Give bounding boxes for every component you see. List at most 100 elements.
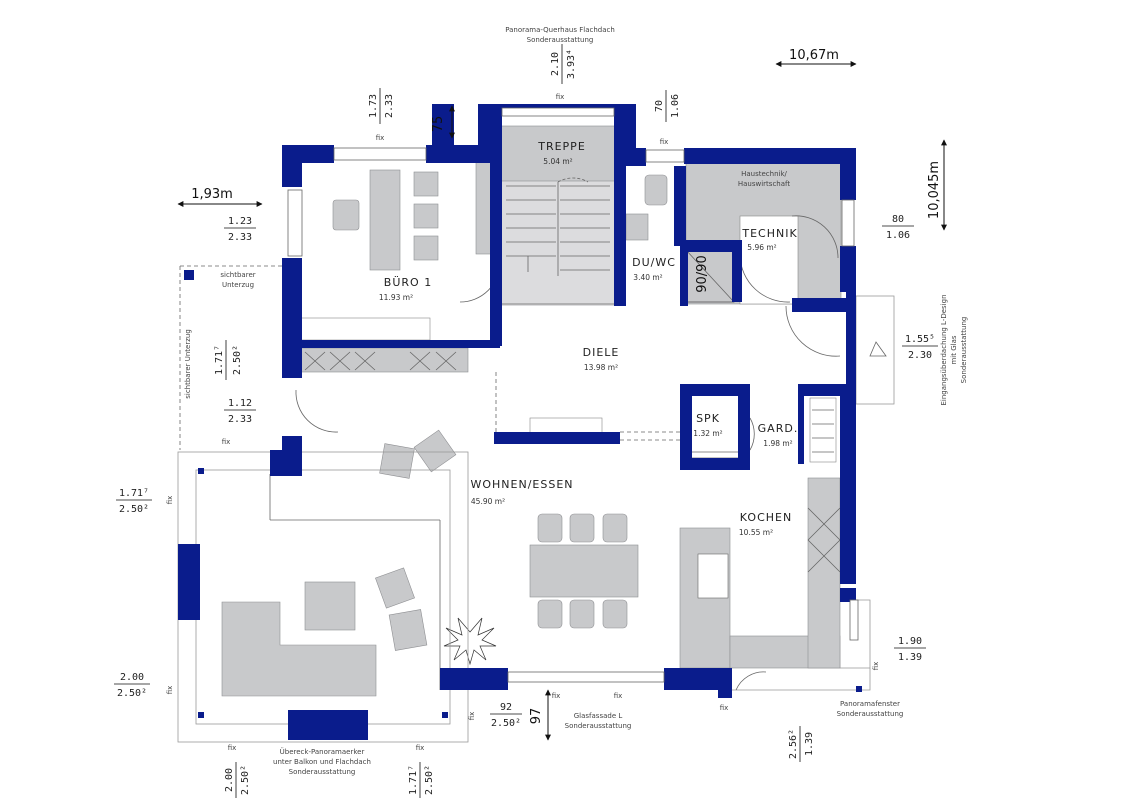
lounge-chair-1: [379, 443, 415, 479]
office-stool-3: [413, 235, 439, 261]
cabinet-row: [299, 347, 469, 373]
room-diele-name: DIELE: [583, 346, 620, 359]
dim-left-low-a: 2.00: [120, 672, 144, 683]
dim-bottom-l-a: 2.00: [224, 768, 235, 792]
washbasin: [625, 213, 649, 241]
chair-3: [602, 513, 628, 543]
coffee-table: [304, 581, 356, 631]
room-kochen-name: KOCHEN: [740, 511, 792, 524]
dim-bottom-kitchen-b: 1.39: [804, 732, 815, 756]
dim-right-kitchen-b: 1.39: [898, 652, 922, 663]
furniture-layer: [221, 125, 842, 697]
fix-label-bay-top: fix: [222, 438, 231, 446]
room-technik-area: 5.96 m²: [747, 243, 776, 252]
annotations: Panorama-Querhaus Flachdach Sonderaussta…: [166, 26, 968, 776]
dim-top-left-a: 1.73: [368, 94, 379, 118]
room-gard-area: 1.98 m²: [763, 439, 792, 448]
cooktop: [697, 553, 729, 599]
room-technik-name: TECHNIK: [741, 227, 797, 240]
room-wohnen-name: WOHNEN/ESSEN: [470, 478, 573, 491]
room-wohnen-area: 45.90 m²: [471, 497, 505, 506]
windows: [287, 107, 859, 683]
sofa: [221, 601, 377, 697]
dim-top-stair-b: 3.93⁴: [566, 49, 577, 79]
dim-right-canopy-b: 2.30: [908, 350, 932, 361]
note-kitchen-2: Sonderausstattung: [837, 710, 904, 718]
dim-left-low-b: 2.50²: [117, 688, 147, 699]
dim-right-tech-b: 1.06: [886, 230, 910, 241]
room-spk-name: SPK: [696, 412, 720, 425]
dim-right-canopy-a: 1.55⁵: [905, 334, 935, 345]
lounge-chair-2: [413, 429, 457, 473]
dim-9090: 90/90: [695, 255, 710, 292]
dim-depth: 10,045m: [927, 161, 942, 219]
dim-top-right-b: 1.06: [670, 94, 681, 118]
office-desk: [369, 169, 401, 271]
walls: [178, 104, 856, 740]
unterzug-h-line1: sichtbarer: [220, 271, 255, 279]
dim-left-bay-b: 2.50²: [119, 504, 149, 515]
fix-label-kitchen: fix: [720, 704, 729, 712]
fix-label-bay-bottom-r: fix: [416, 744, 425, 752]
room-duwc-name: DU/WC: [632, 256, 676, 269]
room-spk-area: 1.32 m²: [693, 429, 722, 438]
fix-label-bay-left-2: fix: [166, 686, 174, 695]
dim-bottom-mid-a: 92: [500, 702, 512, 713]
fix-label-bay-right: fix: [468, 712, 476, 721]
dim-left-door-a: 1.12: [228, 398, 252, 409]
dim-bottom-r-b: 2.50²: [424, 765, 435, 795]
dim-left-mid-b: 2.50²: [232, 345, 243, 375]
unterzug-v: sichtbarer Unterzug: [184, 329, 192, 399]
dim-top-stair-a: 2.10: [550, 52, 561, 76]
room-diele-area: 13.98 m²: [584, 363, 618, 372]
room-duwc-area: 3.40 m²: [633, 273, 662, 282]
chair-2: [569, 513, 595, 543]
technik-cell: [739, 215, 799, 305]
note-bay-1: Übereck-Panoramaerker: [280, 747, 365, 756]
dim-bottom-r-a: 1.71⁷: [408, 765, 419, 795]
toilet: [644, 174, 668, 206]
fix-label-kitchen-right: fix: [872, 662, 880, 671]
dim-left-bay-a: 1.71⁷: [119, 488, 149, 499]
room-treppe-area: 5.04 m²: [543, 157, 572, 166]
column-markers: [184, 270, 862, 718]
chair-6: [602, 599, 628, 629]
room-haustechnik-line1: Haustechnik/: [741, 170, 787, 178]
note-glass-2: Sonderausstattung: [565, 722, 632, 730]
fix-label-glass-2: fix: [614, 692, 623, 700]
dim-left-offset: 1,93m: [191, 187, 233, 202]
diele-bench: [529, 417, 603, 435]
gard-shelf: [809, 397, 837, 463]
office-chair: [332, 199, 360, 231]
room-buero-name: BÜRO 1: [384, 276, 432, 289]
dimensions: 10,67m 1,93m 10,045m 75 97 90/90 2.10 3.…: [114, 44, 947, 798]
note-top-1: Panorama-Querhaus Flachdach: [505, 26, 615, 34]
note-bay-2: unter Balkon und Flachdach: [273, 758, 371, 766]
dining-table: [529, 544, 639, 598]
fix-label-wc: fix: [660, 138, 669, 146]
chair-5: [569, 599, 595, 629]
dim-right-kitchen-a: 1.90: [898, 636, 922, 647]
room-buero-area: 11.93 m²: [379, 293, 413, 302]
buero-sideboard: [299, 317, 431, 341]
dim-bottom-l-b: 2.50²: [240, 765, 251, 795]
dim-right-tech-a: 80: [892, 214, 904, 225]
armchair-2: [388, 609, 428, 651]
plant-icon: [443, 617, 497, 666]
dim-left-win-a: 1.23: [228, 216, 252, 227]
note-canopy-1: Eingangsüberdachung L-Design: [940, 294, 948, 405]
room-haustechnik-line2: Hauswirtschaft: [738, 180, 790, 188]
note-canopy-3: Sonderausstattung: [960, 317, 968, 384]
armchair-1: [375, 567, 415, 609]
note-bay-3: Sonderausstattung: [289, 768, 356, 776]
dim-bottom-mid-b: 2.50²: [491, 718, 521, 729]
stair-upper-block: [499, 125, 616, 182]
dim-left-door-b: 2.33: [228, 414, 252, 425]
dim-97: 97: [529, 708, 544, 725]
note-top-2: Sonderausstattung: [527, 36, 594, 44]
note-canopy-2: mit Glas: [950, 335, 958, 364]
fix-label-bay-left-1: fix: [166, 496, 174, 505]
dim-75: 75: [431, 116, 446, 133]
room-kochen-area: 10.55 m²: [739, 528, 773, 537]
